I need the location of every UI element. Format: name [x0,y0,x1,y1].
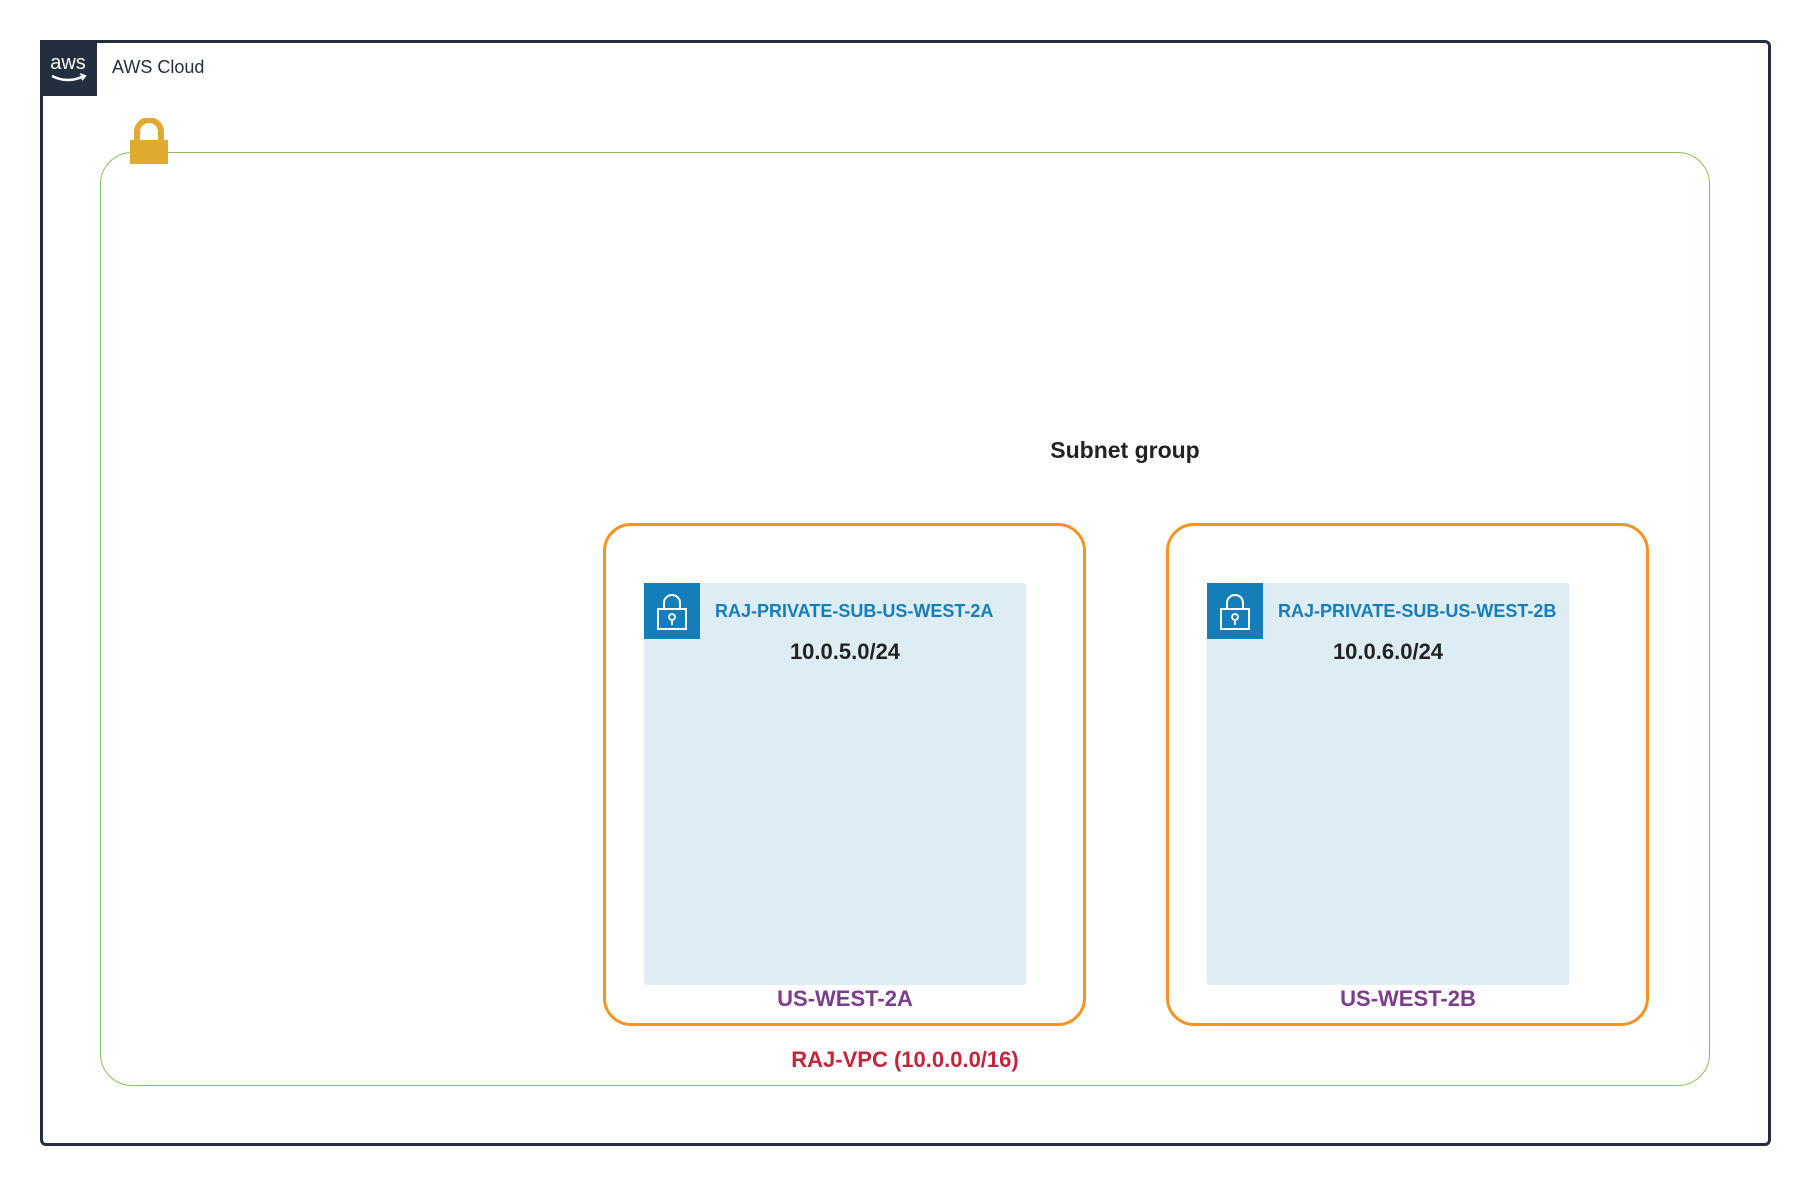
vpc-group [100,152,1710,1086]
private-subnet-lock-icon [644,583,700,639]
availability-zone-us-west-2a [603,523,1086,1026]
vpc-label: RAJ-VPC (10.0.0.0/16) [791,1047,1019,1072]
aws-logo-icon: aws [40,40,97,96]
availability-zone-label: US-WEST-2B [1340,986,1476,1011]
private-subnet-2a [644,583,1026,985]
subnet-name: RAJ-PRIVATE-SUB-US-WEST-2A [715,601,994,621]
availability-zone-us-west-2b [1166,523,1649,1026]
private-subnet-lock-icon [1207,583,1263,639]
subnet-name: RAJ-PRIVATE-SUB-US-WEST-2B [1278,601,1557,621]
aws-cloud-label: AWS Cloud [112,57,205,77]
subnet-group-label: Subnet group [1050,437,1200,463]
private-subnet-2b [1207,583,1569,985]
subnet-cidr: 10.0.5.0/24 [789,639,901,664]
vpc-lock-icon [128,117,170,166]
availability-zone-label: US-WEST-2A [777,986,913,1011]
subnet-cidr: 10.0.6.0/24 [1332,639,1444,664]
aws-logo-text: aws [50,52,86,74]
aws-cloud-group [40,40,1771,1146]
